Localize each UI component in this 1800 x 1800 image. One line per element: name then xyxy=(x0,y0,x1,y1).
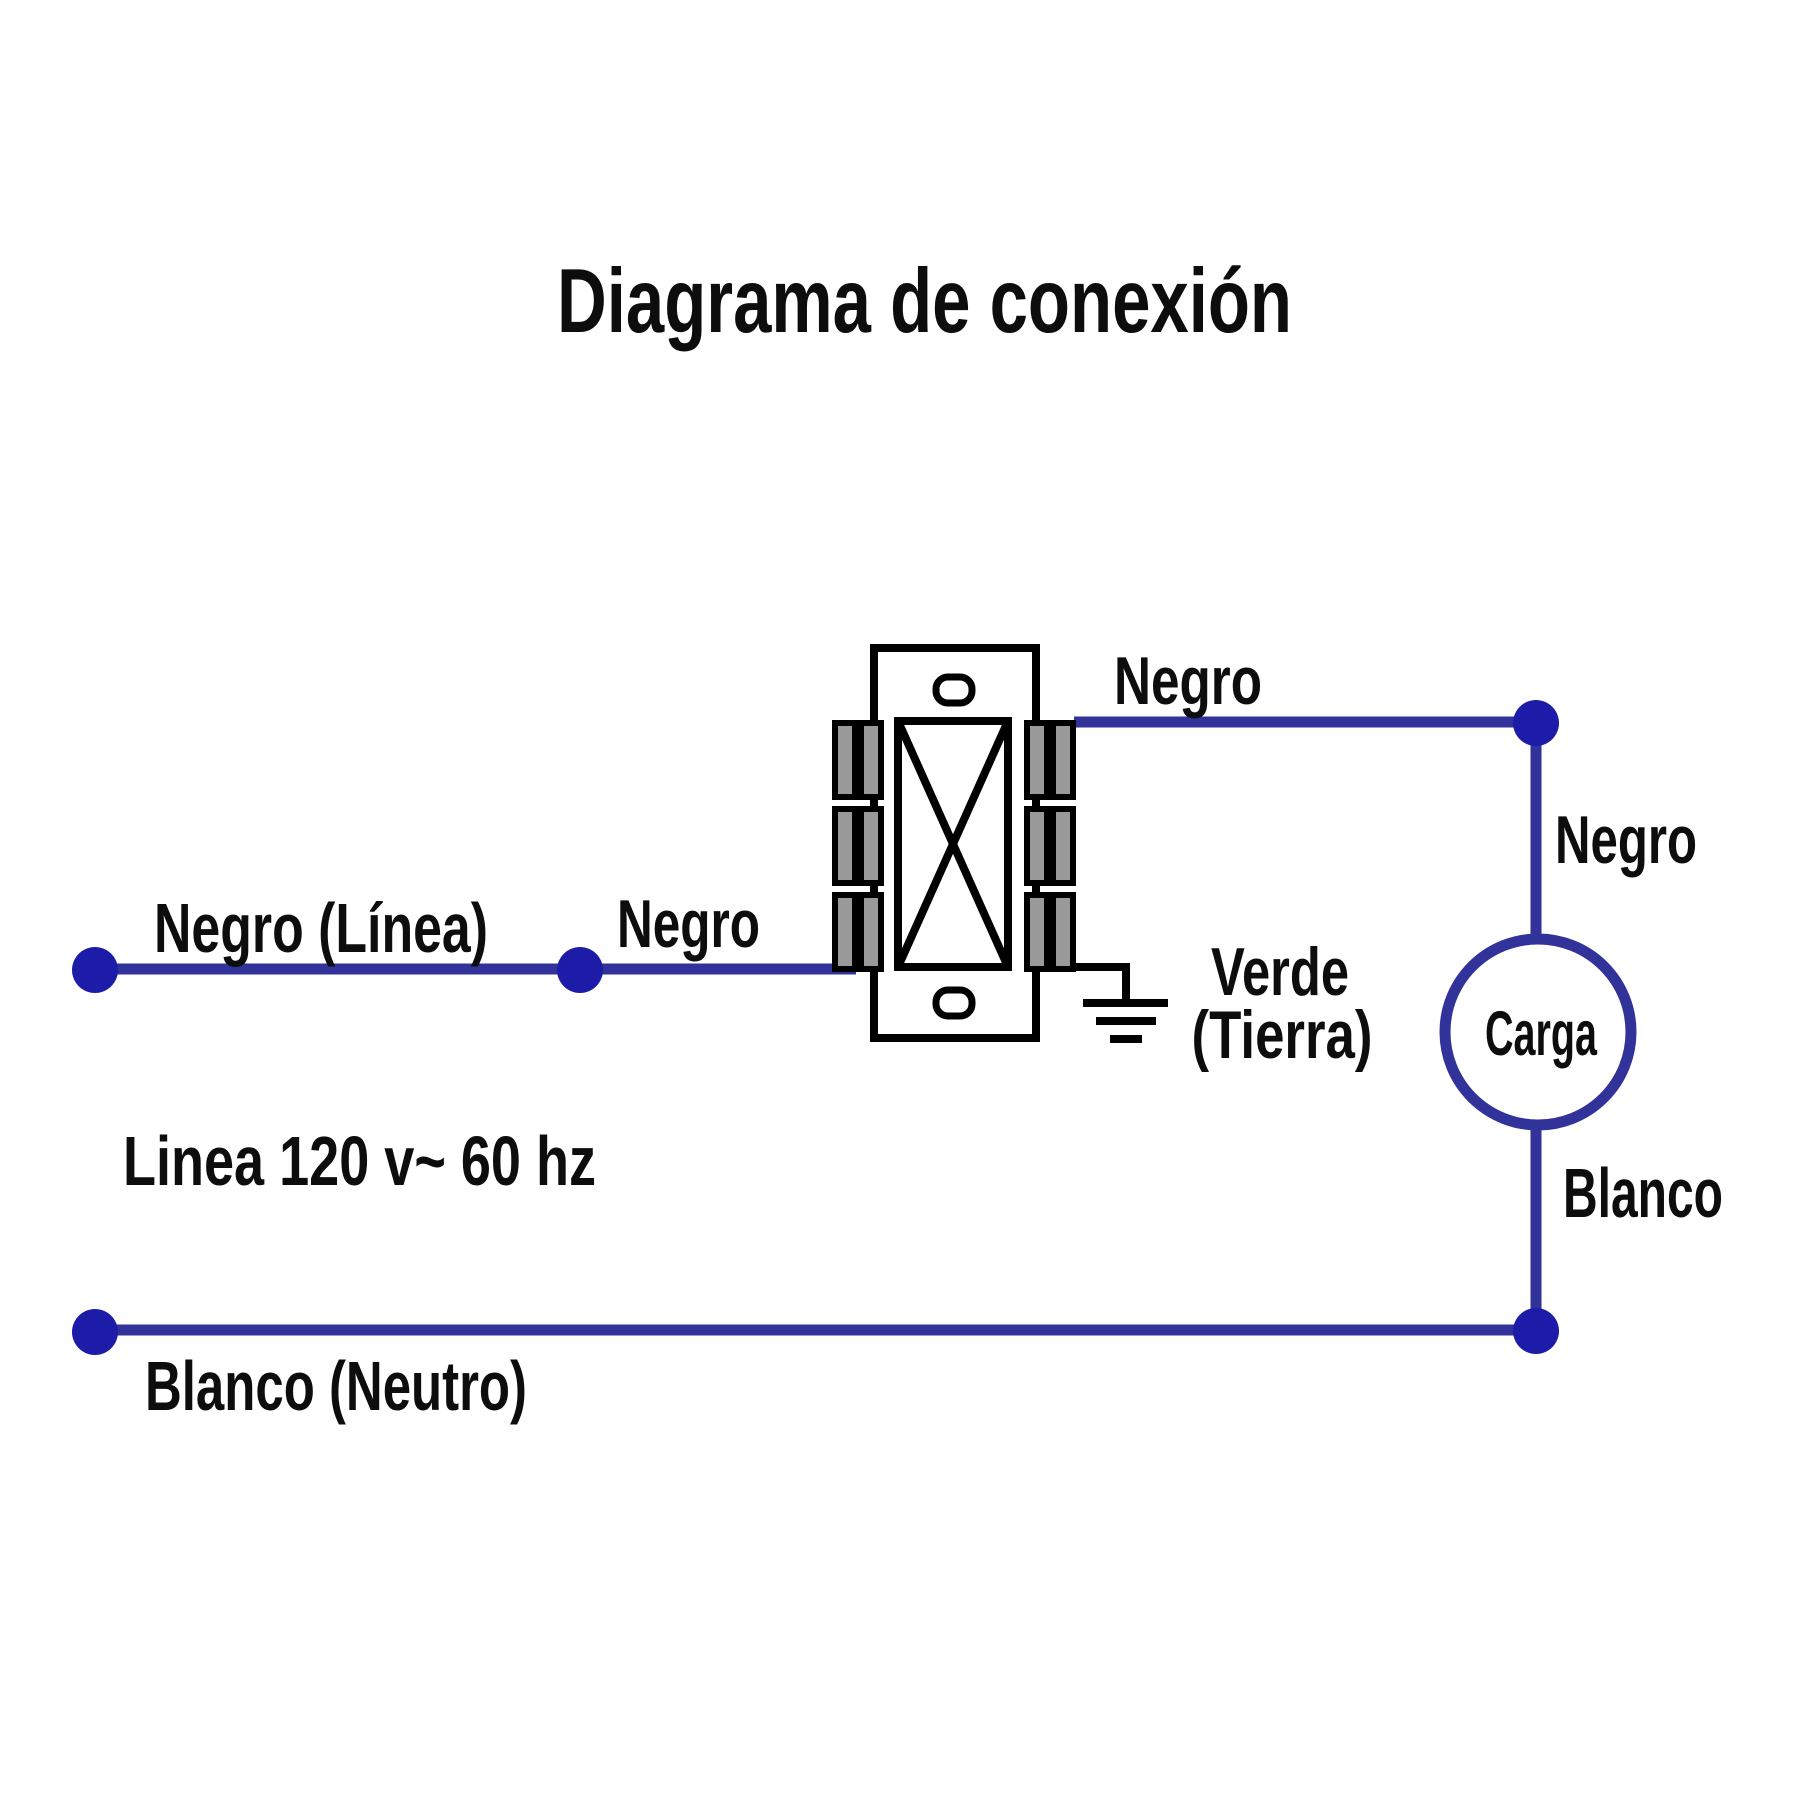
terminal-block xyxy=(1024,892,1050,972)
terminal-block xyxy=(832,720,858,800)
load-circle xyxy=(1439,933,1637,1131)
label-blanco-neutro: Blanco (Neutro) xyxy=(145,1347,527,1425)
junction-dot-neutral-start xyxy=(72,1309,118,1355)
terminal-block xyxy=(858,892,884,972)
label-blanco-right: Blanco xyxy=(1563,1154,1723,1232)
label-negro-linea: Negro (Línea) xyxy=(154,889,488,967)
terminal-block xyxy=(1050,720,1076,800)
label-negro-mid: Negro xyxy=(617,886,760,962)
label-linea-specs: Linea 120 v~ 60 hz xyxy=(123,1122,596,1200)
switch-body-x-diagonal-2 xyxy=(894,719,1012,969)
dimmer-switch-device xyxy=(832,644,1076,1042)
terminal-block xyxy=(1024,806,1050,886)
diagram-labels: Diagrama de conexión Negro (Línea) Negro… xyxy=(123,251,1723,1425)
junction-dot-bottom-right xyxy=(1513,1308,1559,1354)
terminal-block xyxy=(1024,720,1050,800)
screw-hole-top-icon xyxy=(932,673,976,707)
terminal-block xyxy=(858,806,884,886)
terminal-block xyxy=(832,892,858,972)
terminal-block xyxy=(858,720,884,800)
junction-dot-line-start xyxy=(72,947,118,993)
junction-dot-top-right xyxy=(1513,700,1559,746)
label-verde-tierra-line2: (Tierra) xyxy=(1192,997,1373,1073)
diagram-title: Diagrama de conexión xyxy=(557,251,1292,352)
label-negro-right: Negro xyxy=(1555,802,1697,878)
terminal-block xyxy=(1050,806,1076,886)
label-verde-tierra-line1: Verde xyxy=(1211,934,1349,1010)
ground-connector-wire xyxy=(1076,963,1130,1002)
label-negro-top: Negro xyxy=(1114,643,1262,719)
terminal-block xyxy=(832,806,858,886)
terminal-blocks xyxy=(832,720,1076,972)
screw-hole-bottom-icon xyxy=(932,986,976,1020)
ground-symbol-icon xyxy=(1076,963,1168,1043)
junction-dot-line-mid xyxy=(557,947,603,993)
terminal-block xyxy=(1050,892,1076,972)
label-carga: Carga xyxy=(1485,999,1598,1069)
junction-dots xyxy=(72,700,1559,1355)
